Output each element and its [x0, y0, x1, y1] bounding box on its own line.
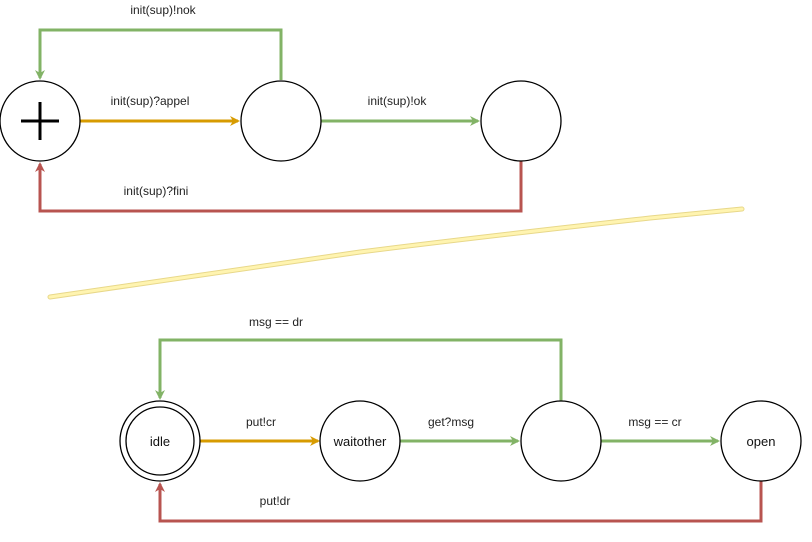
- label-msg-cr: msg == cr: [628, 415, 681, 429]
- section-divider: [47, 206, 745, 300]
- plus-icon: [21, 102, 59, 140]
- state-node-middle: [240, 80, 322, 162]
- label-init-ok: init(sup)!ok: [368, 94, 428, 108]
- edge-init-nok: [35, 28, 283, 80]
- state-label-open: open: [747, 434, 776, 449]
- state-label-idle: idle: [150, 434, 170, 449]
- state-label-waitother: waitother: [333, 434, 387, 449]
- state-waitother: [319, 400, 401, 482]
- label-put-cr: put!cr: [246, 415, 276, 429]
- label-init-appel: init(sup)?appel: [111, 94, 190, 108]
- state-open: [720, 400, 802, 482]
- edge-init-fini: [35, 160, 523, 213]
- state-unnamed: [520, 400, 602, 482]
- label-init-nok: init(sup)!nok: [130, 3, 196, 17]
- label-init-fini: init(sup)?fini: [124, 184, 189, 198]
- edge-msg-dr: [155, 338, 563, 402]
- label-put-dr: put!dr: [260, 494, 291, 508]
- edge-put-dr: [155, 481, 763, 523]
- state-node-right: [480, 80, 562, 162]
- label-msg-dr: msg == dr: [249, 315, 303, 329]
- state-idle: [119, 400, 201, 482]
- label-get-msg: get?msg: [428, 415, 474, 429]
